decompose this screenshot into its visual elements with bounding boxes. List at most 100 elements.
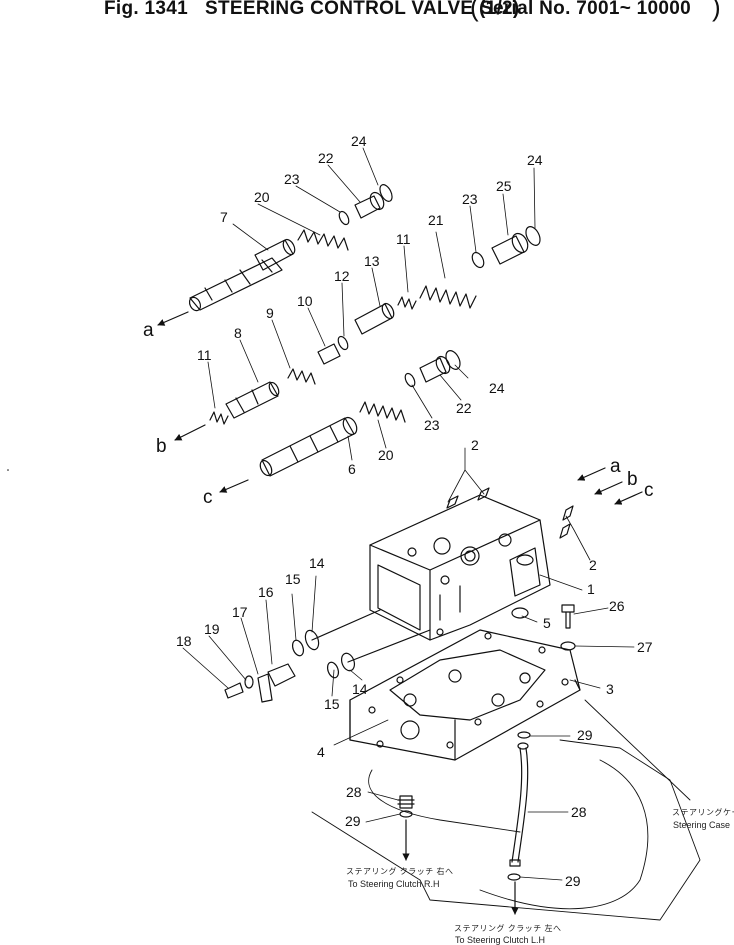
part-label-28: 28 — [571, 804, 587, 820]
note-clutch-lh-en: To Steering Clutch L.H — [455, 935, 545, 945]
washer-23-a — [338, 210, 350, 226]
sleeve-10 — [317, 343, 341, 365]
direction-label-a-left: a — [143, 320, 154, 341]
notes: ステアリングケース Steering Case ステアリング クラッチ 右へ T… — [346, 807, 734, 945]
direction-arrow-b-right — [594, 481, 623, 495]
part-label-24: 24 — [351, 133, 367, 149]
serial-open-paren: ( — [470, 0, 479, 22]
washer-23-b — [471, 251, 485, 269]
plug-25 — [491, 235, 525, 265]
scan-speck — [7, 469, 9, 471]
part-label-22: 22 — [456, 400, 472, 416]
direction-arrow-c-left — [219, 479, 249, 493]
plug-2-group — [446, 487, 574, 539]
part-label-29: 29 — [577, 727, 593, 743]
part-label-14: 14 — [309, 555, 325, 571]
pipe-28-right — [511, 747, 529, 863]
part-label-23: 23 — [462, 191, 478, 207]
spool-8 — [225, 381, 279, 419]
seal-12 — [337, 335, 349, 351]
part-label-11: 11 — [396, 231, 411, 247]
figure-title: STEERING CONTROL VALVE (1/2) — [205, 0, 520, 19]
part-label-11: 11 — [197, 347, 212, 363]
note-steering-case-jp: ステアリングケース — [672, 807, 734, 817]
oring-15-a — [291, 639, 305, 657]
part-label-17: 17 — [232, 604, 248, 620]
part-label-8: 8 — [234, 325, 242, 341]
pipes — [397, 731, 531, 881]
part-label-4: 4 — [317, 744, 325, 760]
note-clutch-rh-en: To Steering Clutch R.H — [348, 879, 440, 889]
spring-21 — [419, 285, 477, 309]
part-label-2: 2 — [471, 437, 479, 453]
direction-label-b-right: b — [627, 469, 638, 490]
note-steering-case-en: Steering Case — [673, 820, 730, 830]
bolt-18 — [224, 682, 244, 699]
direction-label-c-right: c — [644, 480, 654, 501]
part-label-23: 23 — [284, 171, 300, 187]
spool-assembly-b — [209, 381, 280, 425]
part-label-19: 19 — [204, 621, 220, 637]
leader-lines — [182, 147, 635, 881]
part-label-22: 22 — [318, 150, 334, 166]
note-clutch-lh-jp: ステアリング クラッチ 左へ — [454, 923, 561, 933]
part-label-28: 28 — [346, 784, 362, 800]
gasket-4 — [389, 649, 546, 721]
part-label-18: 18 — [176, 633, 192, 649]
spool-assembly-middle — [287, 226, 541, 385]
serial-close-paren: ) — [712, 0, 721, 22]
direction-arrow-c-right — [614, 491, 643, 505]
direction-arrow-a-right — [577, 467, 606, 481]
part-label-2: 2 — [589, 557, 597, 573]
direction-arrow-a-left — [157, 311, 189, 326]
direction-arrow-b-left — [174, 424, 206, 441]
part-label-7: 7 — [220, 209, 228, 225]
part-label-27: 27 — [637, 639, 653, 655]
plate-16 — [267, 663, 296, 687]
part-label-23: 23 — [424, 417, 440, 433]
spool-assembly-c — [259, 350, 461, 477]
part-label-13: 13 — [364, 253, 380, 269]
washer-19 — [244, 675, 254, 689]
spring-11-upper — [397, 296, 417, 310]
direction-label-a-right: a — [610, 456, 621, 477]
spool-13 — [354, 303, 393, 335]
part-label-29: 29 — [345, 813, 361, 829]
left-side-fittings — [224, 609, 431, 703]
valve-body — [369, 494, 551, 641]
part-label-15: 15 — [324, 696, 340, 712]
plug-22-b — [419, 357, 447, 383]
part-label-26: 26 — [609, 598, 625, 614]
oring-5 — [511, 607, 529, 619]
snapring-24-a — [379, 184, 393, 202]
part-label-1: 1 — [587, 581, 595, 597]
part-label-15: 15 — [285, 571, 301, 587]
serial-range: Serial No. 7001~ 10000 — [480, 0, 691, 19]
spring-20 — [297, 229, 349, 251]
snapring-24-c — [445, 350, 461, 370]
oring-15-b — [326, 661, 340, 679]
part-label-14: 14 — [352, 681, 368, 697]
part-label-25: 25 — [496, 178, 512, 194]
bolt-26 — [561, 604, 575, 629]
direction-label-b-left: b — [156, 436, 167, 457]
snapring-24-b — [525, 226, 541, 246]
part-label-6: 6 — [348, 461, 356, 477]
part-label-20: 20 — [378, 447, 394, 463]
spring-11-lower — [209, 411, 229, 425]
part-label-21: 21 — [428, 212, 444, 228]
part-label-24: 24 — [489, 380, 505, 396]
spool-assembly-a — [188, 184, 393, 312]
spool-7-land — [204, 259, 273, 301]
cover-plate — [349, 628, 581, 761]
spring-20-lower — [359, 401, 406, 423]
part-label-10: 10 — [297, 293, 313, 309]
part-label-16: 16 — [258, 584, 274, 600]
part-label-24: 24 — [527, 152, 543, 168]
part-label-29: 29 — [565, 873, 581, 889]
oring-29-right-top — [517, 731, 531, 739]
part-label-3: 3 — [606, 681, 614, 697]
part-label-5: 5 — [543, 615, 551, 631]
washer-27 — [560, 641, 576, 651]
